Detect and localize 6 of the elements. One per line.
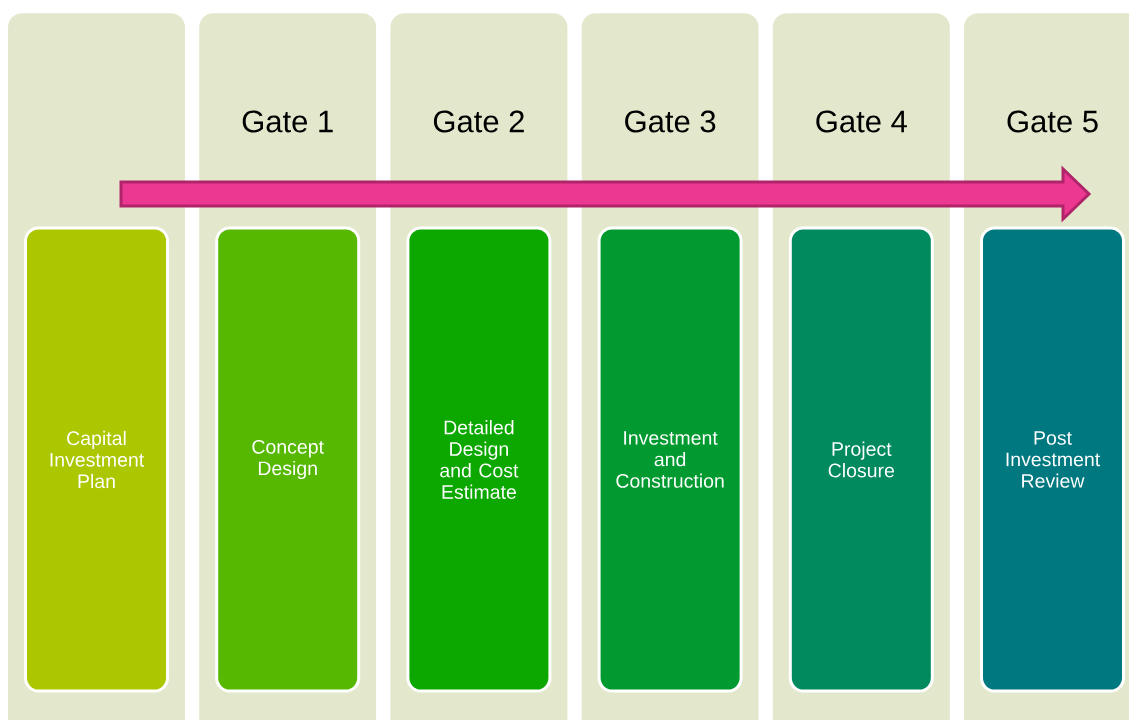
phase-box: Post Investment Review	[980, 226, 1125, 693]
phase-box: Concept Design	[215, 226, 361, 693]
phase-box: Capital Investment Plan	[24, 226, 169, 693]
phase-box: Project Closure	[788, 226, 934, 693]
phase-box: Detailed Design and Cost Estimate	[406, 226, 552, 693]
phase-box: Investment and Construction	[597, 226, 743, 693]
